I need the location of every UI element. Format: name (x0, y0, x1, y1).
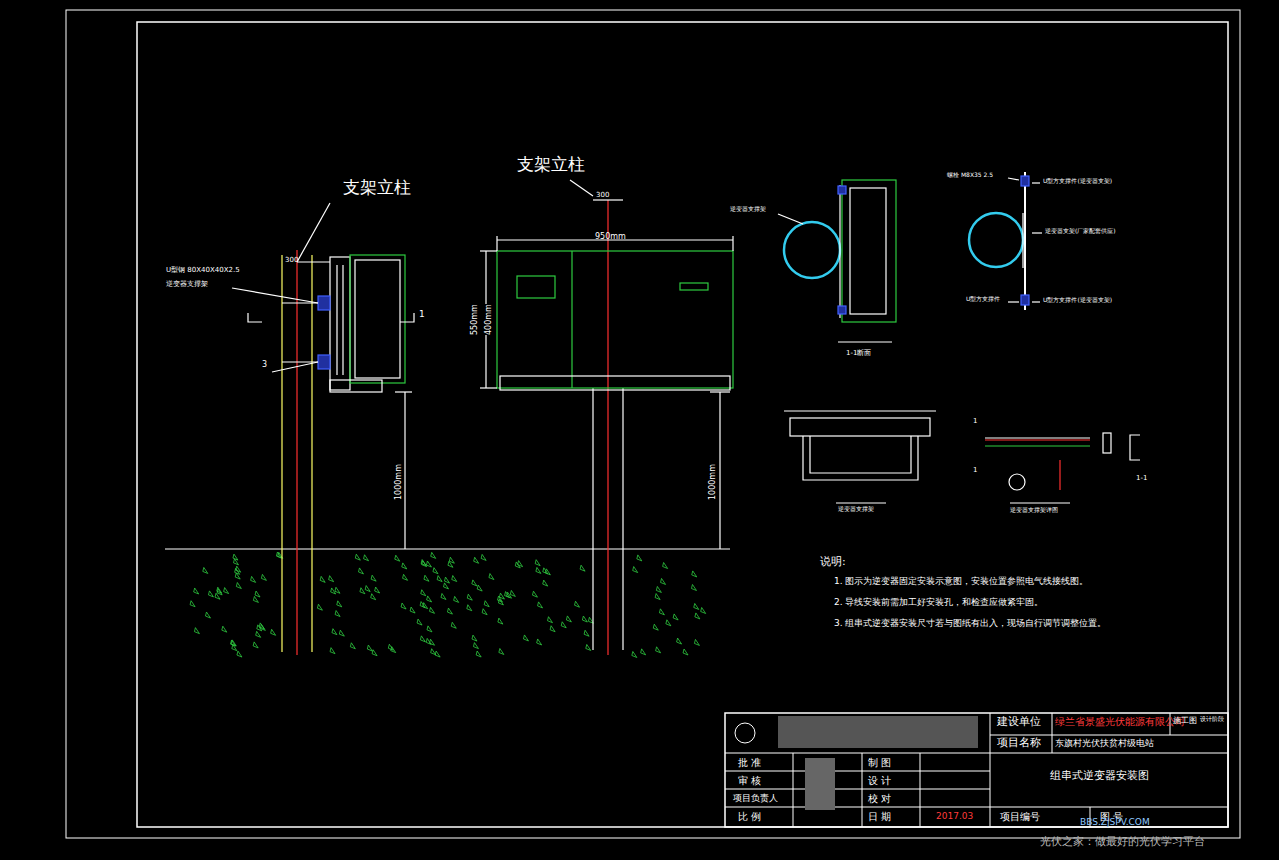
title-block-cell: 审 核 (738, 775, 761, 787)
title-block-cell: BBS.ZJSPV.COM (1080, 817, 1150, 827)
drawing-label: 300 (596, 191, 609, 199)
drawing-label: 950mm (595, 232, 626, 241)
drawing-label: 1-1断面 (846, 349, 871, 357)
title-block-cell: 校 对 (868, 793, 891, 805)
drawing-label: 550mm (470, 304, 479, 335)
drawing-label: 1. 图示为逆变器固定安装示意图，安装位置参照电气线接线图。 (834, 576, 1088, 586)
title-block-cell: 设计阶段 (1200, 716, 1224, 723)
part-title: 支架立柱 (517, 155, 585, 175)
title-block-cell: 组串式逆变器安装图 (1050, 770, 1149, 783)
drawing-label: U型方支撑件 (966, 296, 1000, 303)
title-block-cell: 批 准 (738, 757, 761, 769)
drawing-label: 逆变器支撑架 (838, 506, 874, 513)
title-block-cell: 项目负责人 (733, 793, 778, 803)
drawing-label: 3 (262, 360, 267, 369)
drawing-label: 300 (285, 256, 298, 264)
title-block-cell: 项目编号 (1000, 811, 1040, 823)
title-block-cell: 比 例 (738, 811, 761, 823)
drawing-label: 400mm (484, 304, 493, 335)
drawing-label: 1000mm (394, 464, 403, 500)
title-block-cell: 光伏之家：做最好的光伏学习平台 (1040, 836, 1205, 849)
title-block-cell: 建设单位 (997, 716, 1041, 729)
drawing-label: 螺栓 M8X35 2.5 (947, 172, 993, 179)
drawing-label: 说明: (820, 556, 846, 569)
drawing-label: U型方支撑件(逆变器支架) (1043, 178, 1112, 185)
drawing-label: 逆变器支撑架 (730, 206, 766, 213)
drawing-label: 1 (973, 466, 977, 474)
title-block-cell: 日 期 (868, 811, 891, 823)
part-title: 支架立柱 (343, 178, 411, 198)
drawing-label: 1000mm (708, 464, 717, 500)
title-block-cell: 施工图 (1173, 716, 1197, 725)
title-block-cell: 东旗村光伏扶贫村级电站 (1055, 738, 1154, 748)
drawing-label: 1 (419, 309, 425, 319)
drawing-label: 逆变器支撑架详图 (1010, 507, 1058, 514)
drawing-label: 1 (973, 417, 977, 425)
title-block-cell: 制 图 (868, 757, 891, 769)
drawing-label: 逆变器支架(厂家配套供应) (1045, 228, 1116, 235)
drawing-label: 逆变器支撑架 (166, 280, 208, 288)
title-block-cell: 绿兰省景盛光伏能源有限公司 (1055, 716, 1185, 728)
drawing-label: U型方支撑件(逆变器支架) (1043, 297, 1112, 304)
title-block-cell: 2017.03 (936, 811, 973, 821)
drawing-label: U型钢 80X40X40X2.5 (166, 266, 240, 274)
title-block-cell: 设 计 (868, 775, 891, 787)
title-block-cell: 项目名称 (997, 737, 1041, 750)
drawing-label: 3. 组串式逆变器安装尺寸若与图纸有出入，现场自行调节调整位置。 (834, 618, 1106, 628)
drawing-label: 2. 导线安装前需加工好安装孔，和检查应做紧牢固。 (834, 597, 1043, 607)
drawing-label: 1-1 (1136, 474, 1147, 482)
